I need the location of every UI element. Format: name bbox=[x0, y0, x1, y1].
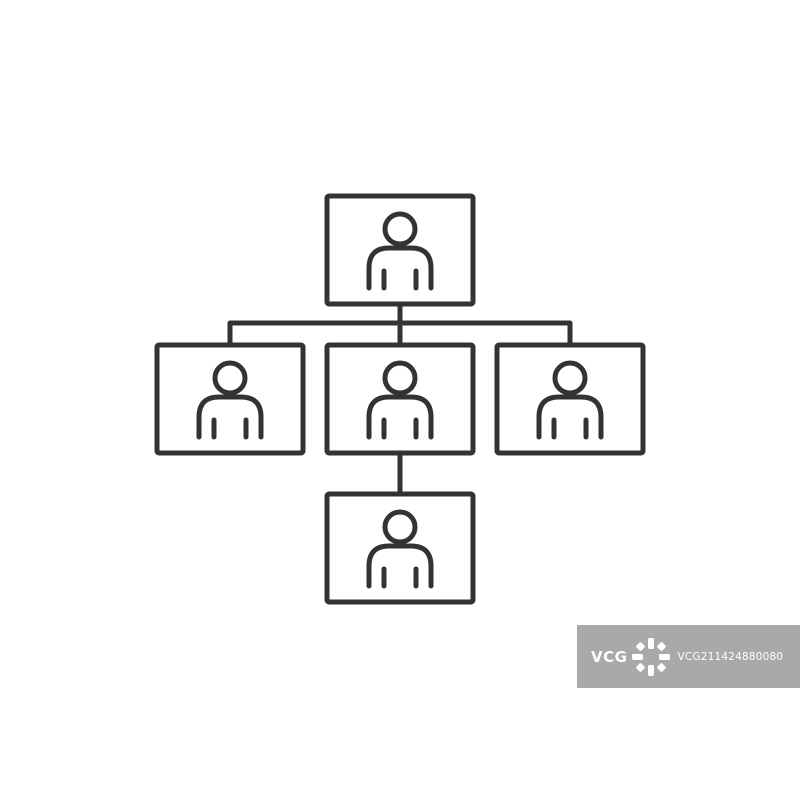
org-node-frame bbox=[154, 342, 306, 456]
watermark-id: VCG211424880080 bbox=[677, 650, 784, 663]
watermark: VCG VCG211424880080 bbox=[577, 625, 800, 688]
org-node-middle-left bbox=[154, 342, 306, 456]
org-node-frame bbox=[494, 342, 646, 456]
person-icon bbox=[366, 509, 434, 589]
person-icon bbox=[536, 360, 604, 440]
vcg-logo-icon bbox=[632, 637, 671, 676]
org-node-middle-right bbox=[494, 342, 646, 456]
org-nodes bbox=[154, 193, 646, 605]
connector-lines bbox=[227, 302, 573, 495]
org-node-middle-center bbox=[324, 342, 476, 456]
person-icon bbox=[366, 360, 434, 440]
org-node-frame bbox=[324, 491, 476, 605]
person-icon bbox=[366, 211, 434, 291]
org-node-top bbox=[324, 193, 476, 307]
org-node-frame bbox=[324, 193, 476, 307]
watermark-brand: VCG bbox=[591, 647, 628, 666]
person-icon bbox=[196, 360, 264, 440]
org-node-frame bbox=[324, 342, 476, 456]
org-node-bottom bbox=[324, 491, 476, 605]
